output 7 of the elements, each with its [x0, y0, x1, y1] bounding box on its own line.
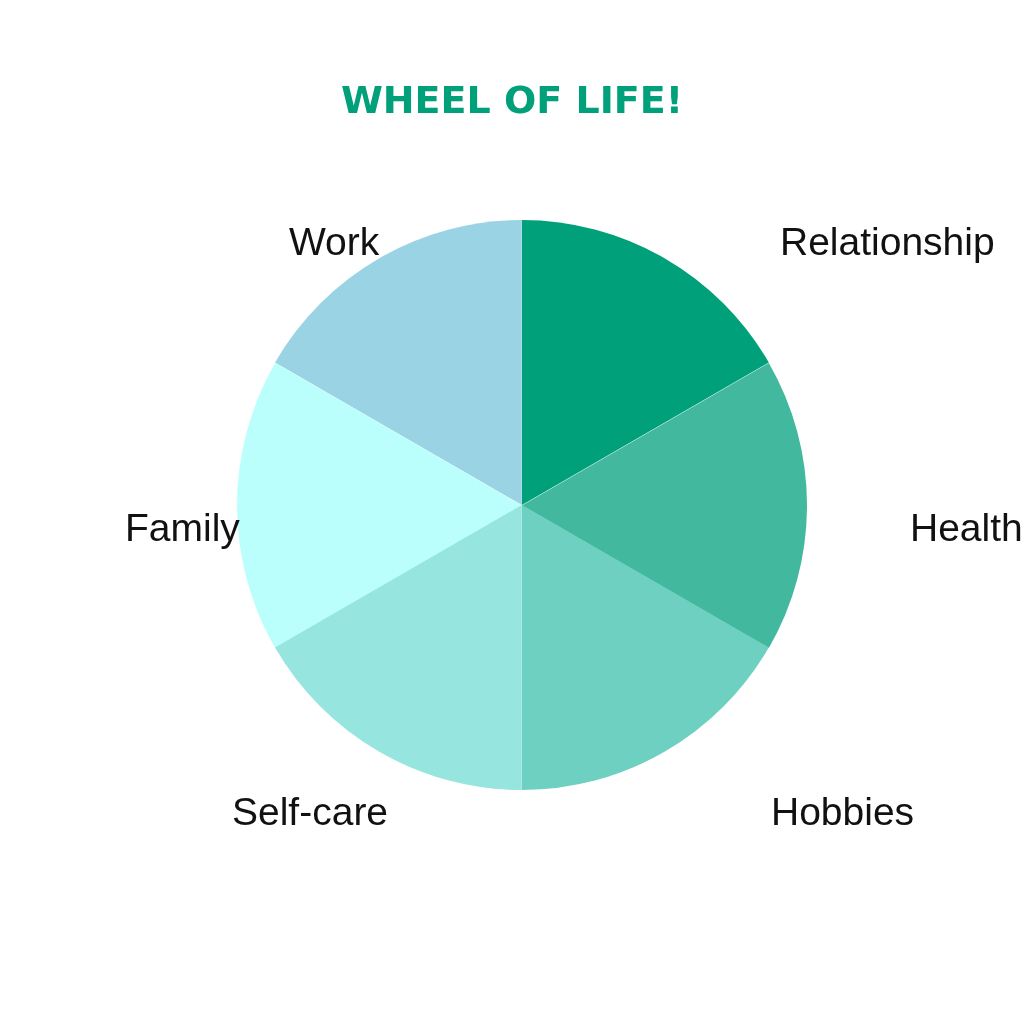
- slice-label: Self-care: [232, 791, 389, 834]
- slice-label: Health: [910, 507, 1023, 550]
- slice-label: Hobbies: [771, 791, 915, 834]
- slice-label: Family: [125, 507, 240, 550]
- chart-title: WHEEL OF LIFE!: [340, 78, 684, 122]
- slice-label: Work: [289, 221, 380, 264]
- slice-label: Relationship: [780, 221, 995, 264]
